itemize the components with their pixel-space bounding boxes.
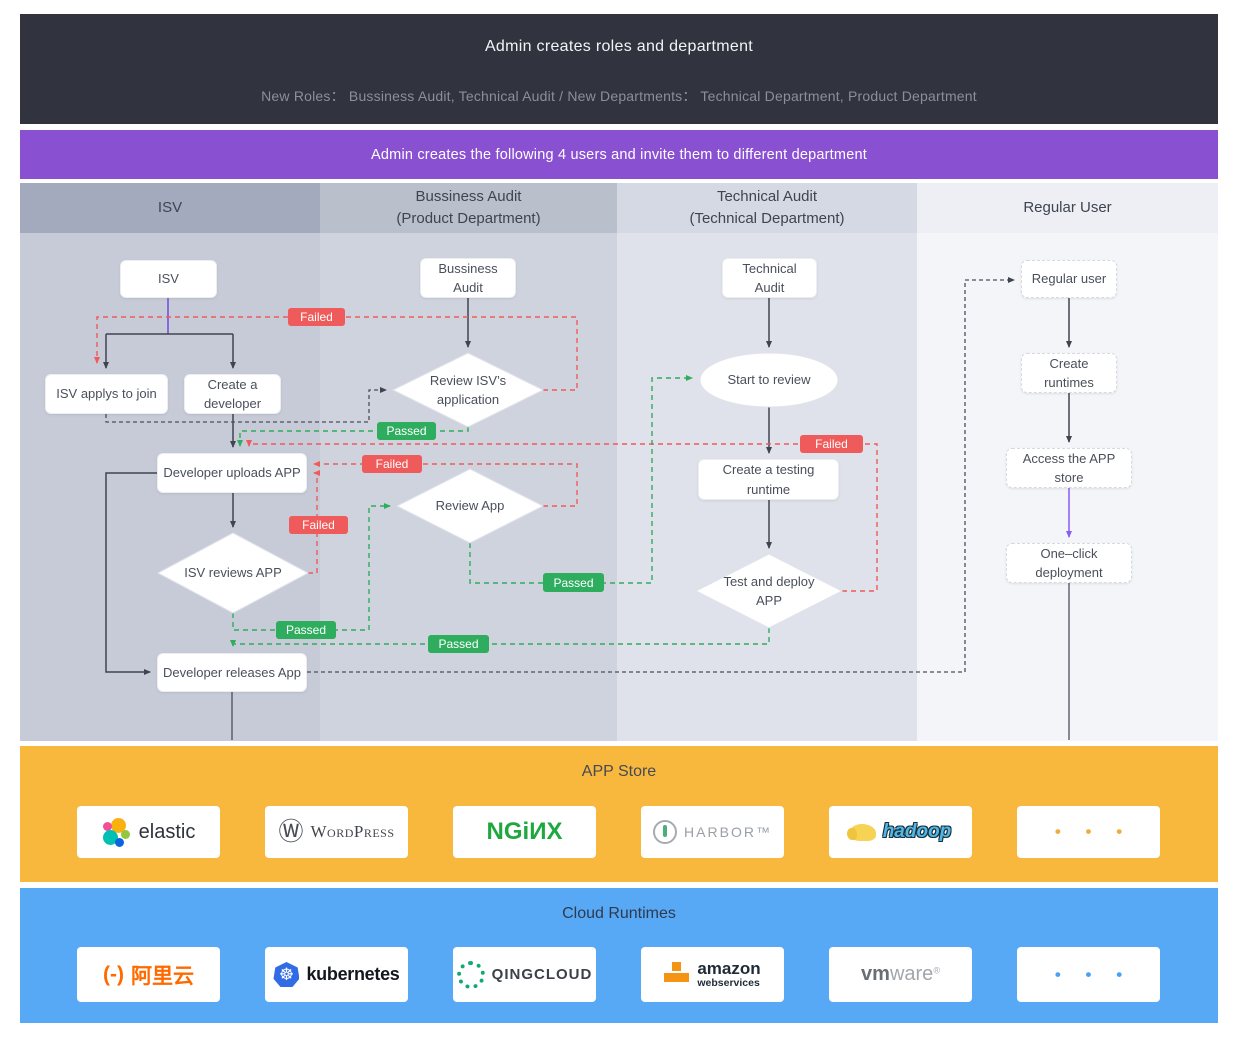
node-create-runtimes-label: Create runtimes — [1044, 355, 1094, 391]
runtime-card-more: • • • — [1017, 947, 1160, 1002]
lane-technical-audit-title: Technical Audit — [716, 188, 818, 206]
banner-text: Admin creates the following 4 users and … — [371, 146, 867, 163]
kubernetes-logo-text: kubernetes — [306, 964, 400, 984]
badge-passed-review-isv-application: Passed — [377, 422, 436, 440]
badge-label: Passed — [438, 637, 479, 651]
lane-regular-user-title: Regular User — [1023, 199, 1112, 217]
qingcloud-logo-text: QINGCLOUD — [491, 966, 593, 983]
badge-passed-test-deploy: Passed — [428, 635, 489, 653]
runtime-card-vmware: vmware® — [829, 947, 972, 1002]
node-access-the-app-store: Access the APP store — [1006, 448, 1132, 488]
header-title: Admin creates roles and department — [484, 38, 754, 55]
hadoop-logo-text: hadoop — [882, 821, 952, 842]
aws-logo-icon — [664, 961, 690, 988]
more-apps-ellipsis: • • • — [1054, 822, 1133, 841]
badge-label: Passed — [386, 424, 427, 438]
runtime-card-qingcloud: QINGCLOUD — [453, 947, 596, 1002]
node-isv-applys-to-join: ISV applys to join — [45, 374, 168, 414]
badge-passed-isv-reviews-app: Passed — [276, 621, 336, 639]
lane-technical-audit-subtitle: (Technical Department) — [689, 210, 845, 227]
qingcloud-logo-icon — [456, 960, 485, 989]
kubernetes-logo-icon: ☸ — [273, 962, 300, 987]
badge-failed-review-isv-application: Failed — [288, 308, 345, 326]
badge-label: Failed — [815, 437, 848, 451]
app-store-card-more: • • • — [1017, 806, 1160, 858]
lane-regular-user-header: Regular User — [917, 183, 1218, 233]
admin-users-banner: Admin creates the following 4 users and … — [20, 130, 1218, 179]
badge-label: Failed — [302, 518, 335, 532]
cloud-runtimes-title: Cloud Runtimes — [562, 905, 676, 922]
badge-label: Failed — [300, 310, 333, 324]
badge-failed-review-app: Failed — [362, 455, 422, 473]
node-access-app-store-label: Access the APP store — [1022, 450, 1116, 486]
node-one-click-deployment-label: One–click deployment — [1035, 545, 1103, 581]
cloud-runtimes-band: Cloud Runtimes (-) 阿里云 ☸ kubernetes QING… — [20, 888, 1218, 1023]
app-store-card-harbor: HARBOR™ — [641, 806, 784, 858]
badge-passed-review-app: Passed — [543, 573, 604, 592]
node-technical-audit-label: Technical Audit — [742, 260, 797, 296]
vmware-ware-text: ware — [889, 963, 934, 985]
app-store-band: APP Store elastic Ⓦ WordPress NGiИX HARB… — [20, 746, 1218, 882]
app-store-card-hadoop: hadoop — [829, 806, 972, 858]
more-runtimes-ellipsis: • • • — [1054, 964, 1133, 984]
node-regular-user-label: Regular user — [1031, 271, 1107, 287]
aws-logo-text: amazon webservices — [697, 960, 760, 989]
lane-technical-audit-header: Technical Audit (Technical Department) — [617, 183, 917, 233]
runtime-card-aws: amazon webservices — [641, 947, 784, 1002]
lane-isv-title: ISV — [157, 199, 183, 217]
node-isv-label: ISV — [158, 271, 179, 287]
lane-bussiness-audit-title: Bussiness Audit — [415, 188, 522, 206]
lane-isv-header: ISV — [20, 183, 320, 233]
vmware-logo-text: vmware® — [861, 963, 940, 986]
lane-bussiness-audit-body — [320, 233, 617, 741]
app-store-card-wordpress: Ⓦ WordPress — [265, 806, 408, 858]
node-create-runtimes: Create runtimes — [1021, 353, 1117, 393]
lane-bussiness-audit-subtitle: (Product Department) — [396, 210, 541, 227]
elastic-logo-text: elastic — [138, 820, 196, 843]
lane-bussiness-audit-header: Bussiness Audit (Product Department) — [320, 183, 617, 233]
swimlanes: ISV Bussiness Audit (Product Department)… — [20, 183, 1218, 741]
node-developer-releases-app: Developer releases App — [157, 653, 307, 692]
badge-label: Passed — [553, 575, 594, 590]
node-bussiness-audit-label: Bussiness Audit — [438, 260, 498, 296]
hadoop-logo-icon — [846, 823, 876, 841]
node-isv-applys-label: ISV applys to join — [56, 386, 157, 402]
node-isv: ISV — [120, 260, 217, 298]
aliyun-logo-icon: (-) — [103, 962, 124, 986]
elastic-logo-icon — [102, 817, 132, 847]
vmware-reg-mark: ® — [933, 965, 940, 976]
harbor-logo-text: HARBOR™ — [684, 824, 772, 840]
node-regular-user: Regular user — [1021, 260, 1117, 298]
harbor-logo-icon — [653, 820, 678, 844]
app-store-title: APP Store — [581, 763, 657, 780]
aws-amazon-text: amazon — [697, 959, 761, 979]
wordpress-logo-text: WordPress — [310, 822, 395, 841]
aws-webservices-text: webservices — [697, 977, 760, 990]
wordpress-logo-icon: Ⓦ — [278, 817, 304, 846]
aliyun-logo-text: 阿里云 — [130, 964, 194, 988]
node-create-developer-label: Create a developer — [203, 376, 262, 412]
badge-label: Passed — [285, 623, 327, 637]
node-developer-uploads-label: Developer uploads APP — [163, 465, 301, 481]
node-developer-uploads-app: Developer uploads APP — [157, 453, 307, 493]
runtime-card-aliyun: (-) 阿里云 — [77, 947, 220, 1002]
vmware-vm-text: vm — [861, 963, 890, 985]
app-store-card-nginx: NGiИX — [453, 806, 596, 858]
node-create-testing-runtime: Create a testing runtime — [698, 459, 839, 500]
node-create-a-developer: Create a developer — [184, 374, 281, 414]
nginx-logo-text: NGiИX — [486, 818, 563, 845]
runtime-card-kubernetes: ☸ kubernetes — [265, 947, 408, 1002]
node-bussiness-audit: Bussiness Audit — [420, 258, 516, 298]
badge-failed-isv-reviews-app: Failed — [289, 516, 348, 534]
node-create-testing-runtime-label: Create a testing runtime — [722, 462, 815, 497]
header-subtitle: New Roles： Bussiness Audit, Technical Au… — [261, 88, 977, 104]
node-technical-audit: Technical Audit — [722, 258, 817, 298]
badge-failed-test-deploy: Failed — [800, 435, 863, 453]
badge-label: Failed — [375, 457, 409, 471]
node-one-click-deployment: One–click deployment — [1006, 543, 1132, 583]
admin-roles-header: Admin creates roles and department New R… — [20, 14, 1218, 124]
node-developer-releases-label: Developer releases App — [162, 664, 302, 680]
app-store-card-elastic: elastic — [77, 806, 220, 858]
